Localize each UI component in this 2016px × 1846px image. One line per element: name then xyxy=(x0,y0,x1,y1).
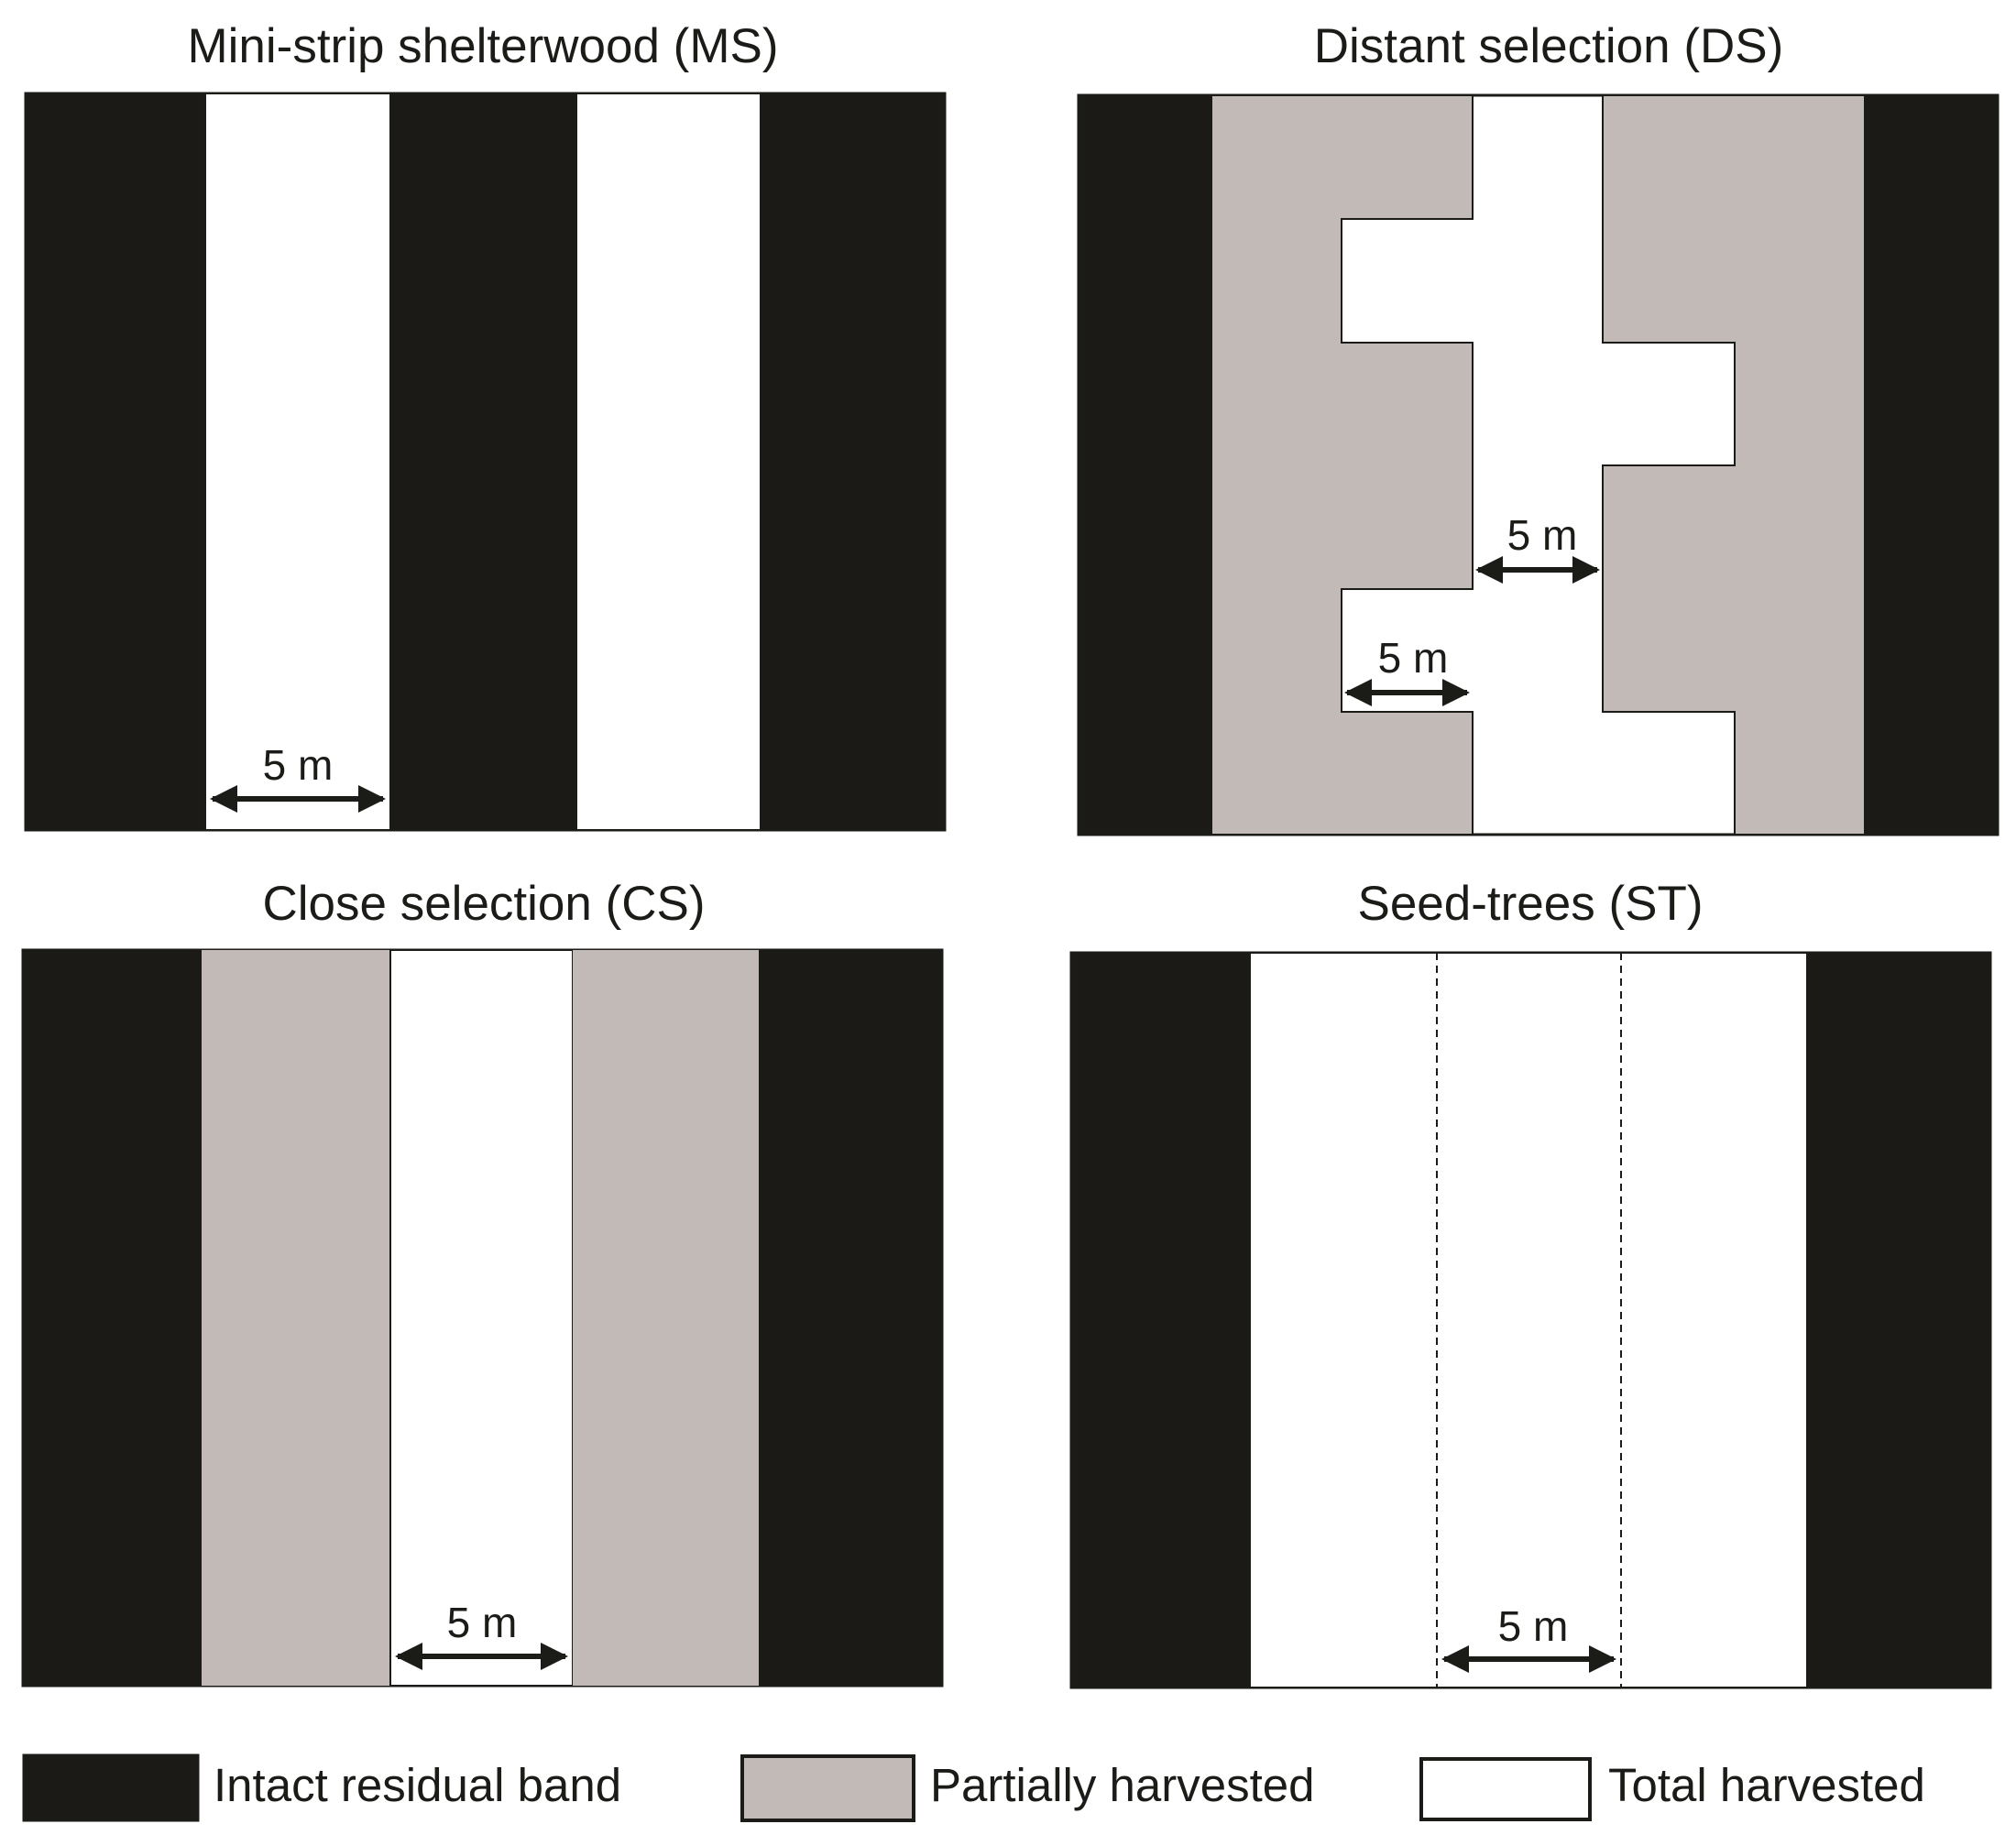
ms-total-harvested-strip-2 xyxy=(575,93,761,831)
panel-ms: Mini-strip shelterwood (MS) 5 m xyxy=(24,19,947,832)
panel-st-title: Seed-trees (ST) xyxy=(1357,877,1703,931)
st-intact-band-right xyxy=(1807,953,1990,1688)
ms-intact-band-left xyxy=(26,93,205,830)
st-intact-band-left xyxy=(1071,953,1250,1688)
cs-intact-band-left xyxy=(23,950,202,1686)
ms-width-label: 5 m xyxy=(263,741,334,789)
ms-intact-band-center xyxy=(390,93,576,830)
ds-upper-width-label: 5 m xyxy=(1507,511,1578,559)
ds-partially-harvested-right xyxy=(1602,94,1866,836)
cs-total-harvested-strip xyxy=(389,949,574,1687)
legend-partial-swatch xyxy=(740,1754,915,1822)
legend-partial-label: Partially harvested xyxy=(930,1759,1315,1811)
ds-intact-band-left xyxy=(1079,95,1211,835)
st-width-label: 5 m xyxy=(1498,1602,1569,1650)
legend: Intact residual band Partially harvested… xyxy=(22,1753,1925,1822)
cs-width-label: 5 m xyxy=(447,1599,518,1646)
ms-total-harvested-strip-1 xyxy=(204,93,391,831)
cs-partially-harvested-right xyxy=(573,950,759,1686)
cs-intact-band-right xyxy=(759,950,942,1686)
panel-ds-title: Distant selection (DS) xyxy=(1314,19,1784,73)
panel-cs: Close selection (CS) 5 m xyxy=(21,877,944,1688)
cs-partially-harvested-left xyxy=(202,950,390,1686)
ds-partially-harvested-left xyxy=(1211,94,1474,836)
ds-intact-band-right xyxy=(1865,95,1998,835)
ds-lower-width-label: 5 m xyxy=(1378,634,1449,682)
legend-total-label: Total harvested xyxy=(1608,1759,1925,1811)
legend-intact-swatch xyxy=(22,1753,200,1822)
legend-intact-label: Intact residual band xyxy=(214,1759,621,1811)
panel-cs-title: Close selection (CS) xyxy=(262,877,705,931)
legend-total-swatch xyxy=(1419,1757,1592,1821)
panel-ds: Distant selection (DS) 5 m 5 m xyxy=(1077,19,2000,836)
panel-ms-title: Mini-strip shelterwood (MS) xyxy=(188,19,779,73)
st-total-harvested-area xyxy=(1249,952,1808,1688)
ms-intact-band-right xyxy=(761,93,945,830)
panel-st: Seed-trees (ST) 5 m xyxy=(1069,877,1992,1689)
